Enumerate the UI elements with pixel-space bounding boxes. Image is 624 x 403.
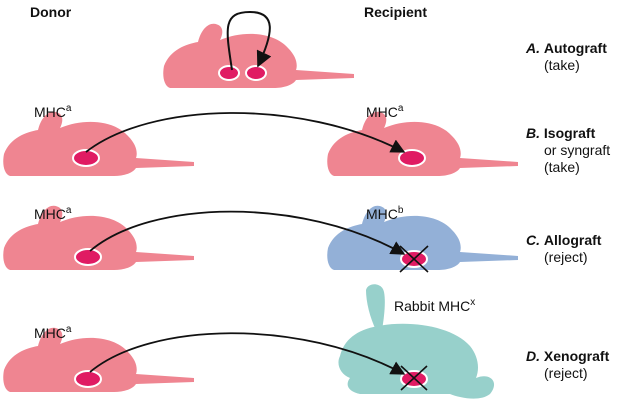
graft-label-c: C. Allograft (reject) [526, 232, 602, 265]
graft-label-a: A. Autograft (take) [526, 40, 607, 73]
transfer-arrow-d [89, 332, 406, 375]
graft-label-b: B. Isograft or syngraft (take) [526, 125, 611, 175]
reject-cross-d [400, 365, 428, 391]
transfer-arrow-c [89, 210, 406, 255]
graft-site-c-donor [74, 248, 102, 266]
autograft-arrow [226, 10, 272, 71]
donor-mhc-label-d: MHCa [34, 324, 72, 341]
recipient-rabbit-d [338, 284, 495, 399]
graft-site-a2 [245, 65, 267, 81]
graft-site-d-donor [74, 370, 102, 388]
graft-site-b-recipient [398, 149, 426, 167]
recipient-mhc-label-c: MHCb [366, 205, 404, 222]
recipient-mhc-label-b: MHCa [366, 103, 404, 120]
graft-label-d: D. Xenograft (reject) [526, 348, 610, 381]
recipient-header: Recipient [364, 4, 428, 20]
donor-mhc-label-c: MHCa [34, 205, 72, 222]
recipient-mouse-b [327, 111, 518, 176]
recipient-mhc-label-d: Rabbit MHCx [394, 297, 476, 314]
graft-site-a1 [218, 65, 240, 81]
transfer-arrow-b [85, 112, 406, 153]
donor-header: Donor [30, 4, 72, 20]
graft-site-b-donor [72, 149, 100, 167]
donor-mhc-label-b: MHCa [34, 103, 72, 120]
